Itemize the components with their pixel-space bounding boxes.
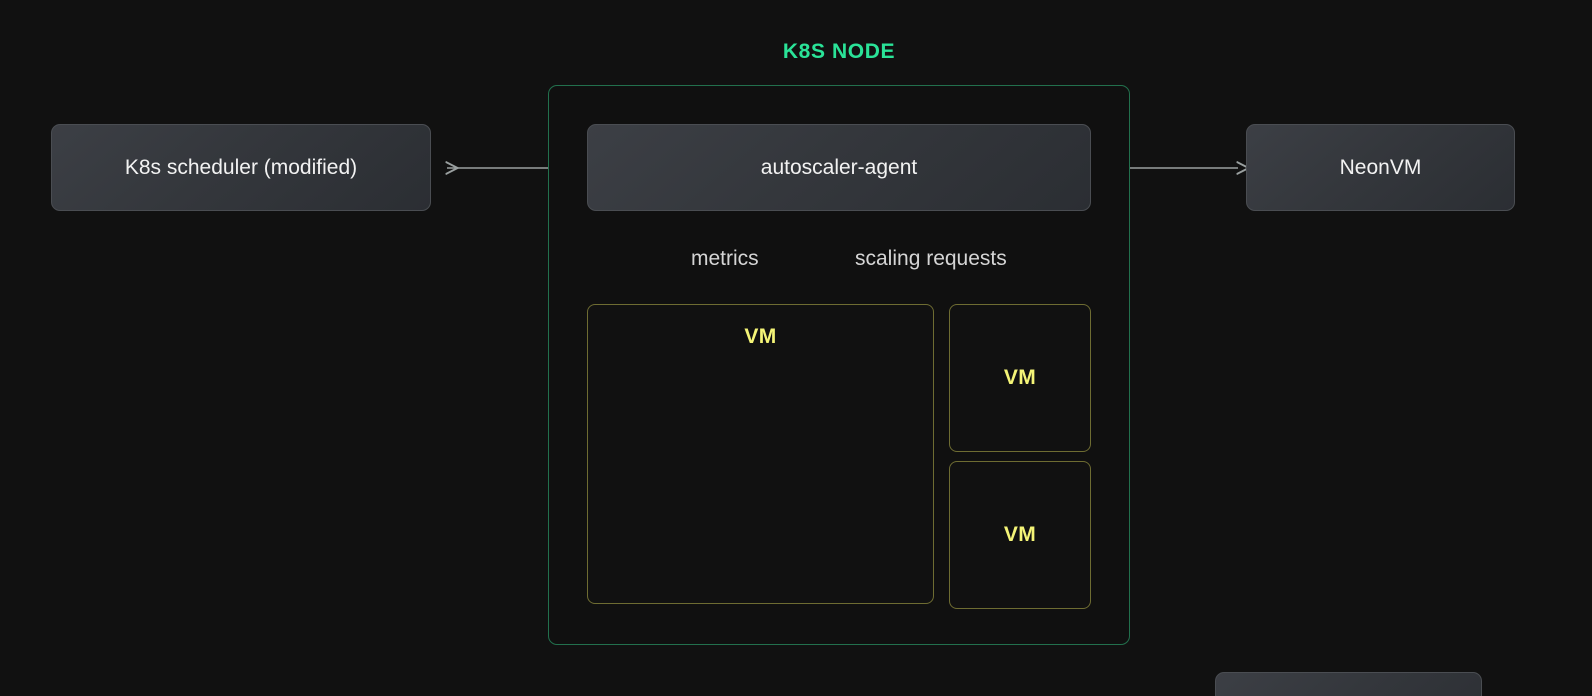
autoscaler-agent-box[interactable]: autoscaler-agent [587, 124, 1091, 211]
scaling-requests-edge-label: scaling requests [855, 247, 1007, 270]
k8s-node-title: K8S NODE [782, 40, 896, 63]
vm-secondary-label: VM [1003, 366, 1037, 389]
vm-primary-label: VM [744, 325, 777, 348]
k8s-scheduler-box[interactable]: K8s scheduler (modified) [51, 124, 431, 211]
vm-informant-box[interactable]: vm-informant [1215, 672, 1482, 696]
neonvm-label: NeonVM [1339, 155, 1422, 179]
vm-primary[interactable]: VM vm-informant Postgres [587, 304, 1482, 696]
autoscaler-agent-label: autoscaler-agent [760, 155, 918, 179]
k8s-scheduler-label: K8s scheduler (modified) [124, 155, 358, 179]
vm-secondary[interactable]: VM [949, 304, 1091, 452]
neonvm-box[interactable]: NeonVM [1246, 124, 1515, 211]
metrics-edge-label: metrics [691, 247, 759, 270]
vm-tertiary-label: VM [1003, 523, 1037, 546]
vm-tertiary[interactable]: VM [949, 461, 1091, 609]
